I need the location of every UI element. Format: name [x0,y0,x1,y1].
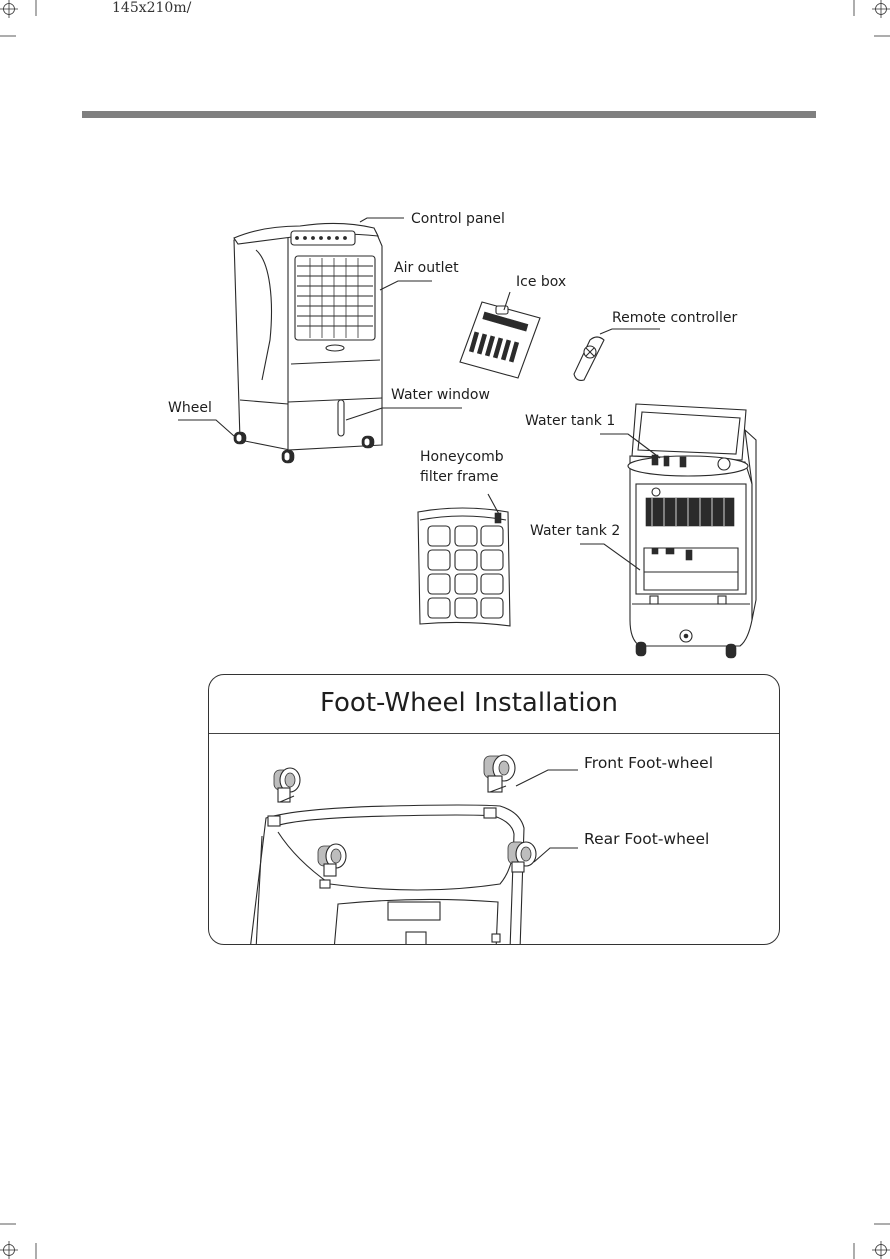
wheel-top-right [484,755,515,792]
wheel-top-left [274,768,300,802]
label-rear-foot-wheel: Rear Foot-wheel [584,829,709,849]
wheel-middle-right [508,842,536,872]
label-front-foot-wheel: Front Foot-wheel [584,753,713,773]
